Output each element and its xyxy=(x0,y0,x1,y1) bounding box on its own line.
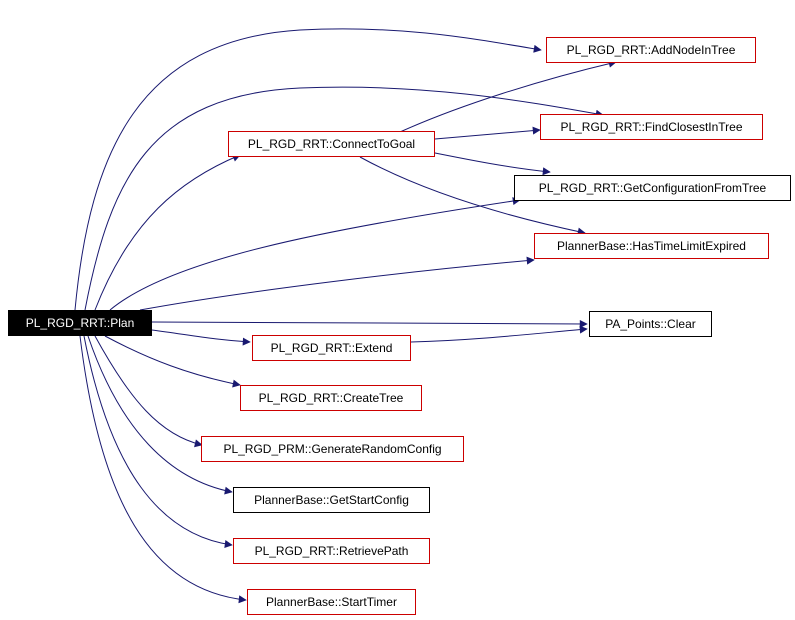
node-create-tree[interactable]: PL_RGD_RRT::CreateTree xyxy=(240,385,422,411)
edge-connect-to-goal-to-has-time-limit-expired xyxy=(359,156,586,236)
node-connect-to-goal[interactable]: PL_RGD_RRT::ConnectToGoal xyxy=(228,131,435,157)
edge-extend-to-pa-points-clear xyxy=(410,325,588,343)
edge-plan-to-has-time-limit-expired xyxy=(139,256,535,311)
node-pa-points-clear[interactable]: PA_Points::Clear xyxy=(589,311,712,337)
node-plan-root[interactable]: PL_RGD_RRT::Plan xyxy=(8,310,152,336)
edge-plan-to-connect-to-goal xyxy=(94,154,241,311)
edge-plan-to-get-configuration-from-tree xyxy=(109,197,521,311)
edge-plan-to-retrieve-path xyxy=(83,335,233,548)
edge-plan-to-start-timer xyxy=(79,335,247,604)
node-start-timer[interactable]: PlannerBase::StartTimer xyxy=(247,589,416,615)
node-retrieve-path[interactable]: PL_RGD_RRT::RetrievePath xyxy=(233,538,430,564)
edge-plan-to-add-node-in-tree xyxy=(74,28,542,311)
edge-plan-to-create-tree xyxy=(104,335,241,388)
node-get-configuration-from-tree[interactable]: PL_RGD_RRT::GetConfigurationFromTree xyxy=(514,175,791,201)
node-find-closest-in-tree[interactable]: PL_RGD_RRT::FindClosestInTree xyxy=(540,114,763,140)
edge-connect-to-goal-to-get-configuration-from-tree xyxy=(429,151,551,176)
node-generate-random-config[interactable]: PL_RGD_PRM::GenerateRandomConfig xyxy=(201,436,464,462)
edge-plan-to-extend xyxy=(151,329,251,346)
edge-connect-to-goal-to-find-closest-in-tree xyxy=(434,126,541,140)
edge-connect-to-goal-to-add-node-in-tree xyxy=(399,59,617,133)
node-extend[interactable]: PL_RGD_RRT::Extend xyxy=(252,335,411,361)
edge-plan-to-pa-points-clear xyxy=(151,319,588,328)
edge-plan-to-find-closest-in-tree xyxy=(84,86,604,311)
edge-plan-to-get-start-config xyxy=(87,335,233,495)
node-add-node-in-tree[interactable]: PL_RGD_RRT::AddNodeInTree xyxy=(546,37,756,63)
node-get-start-config[interactable]: PlannerBase::GetStartConfig xyxy=(233,487,430,513)
edge-plan-to-generate-random-config xyxy=(94,335,203,448)
node-has-time-limit-expired[interactable]: PlannerBase::HasTimeLimitExpired xyxy=(534,233,769,259)
